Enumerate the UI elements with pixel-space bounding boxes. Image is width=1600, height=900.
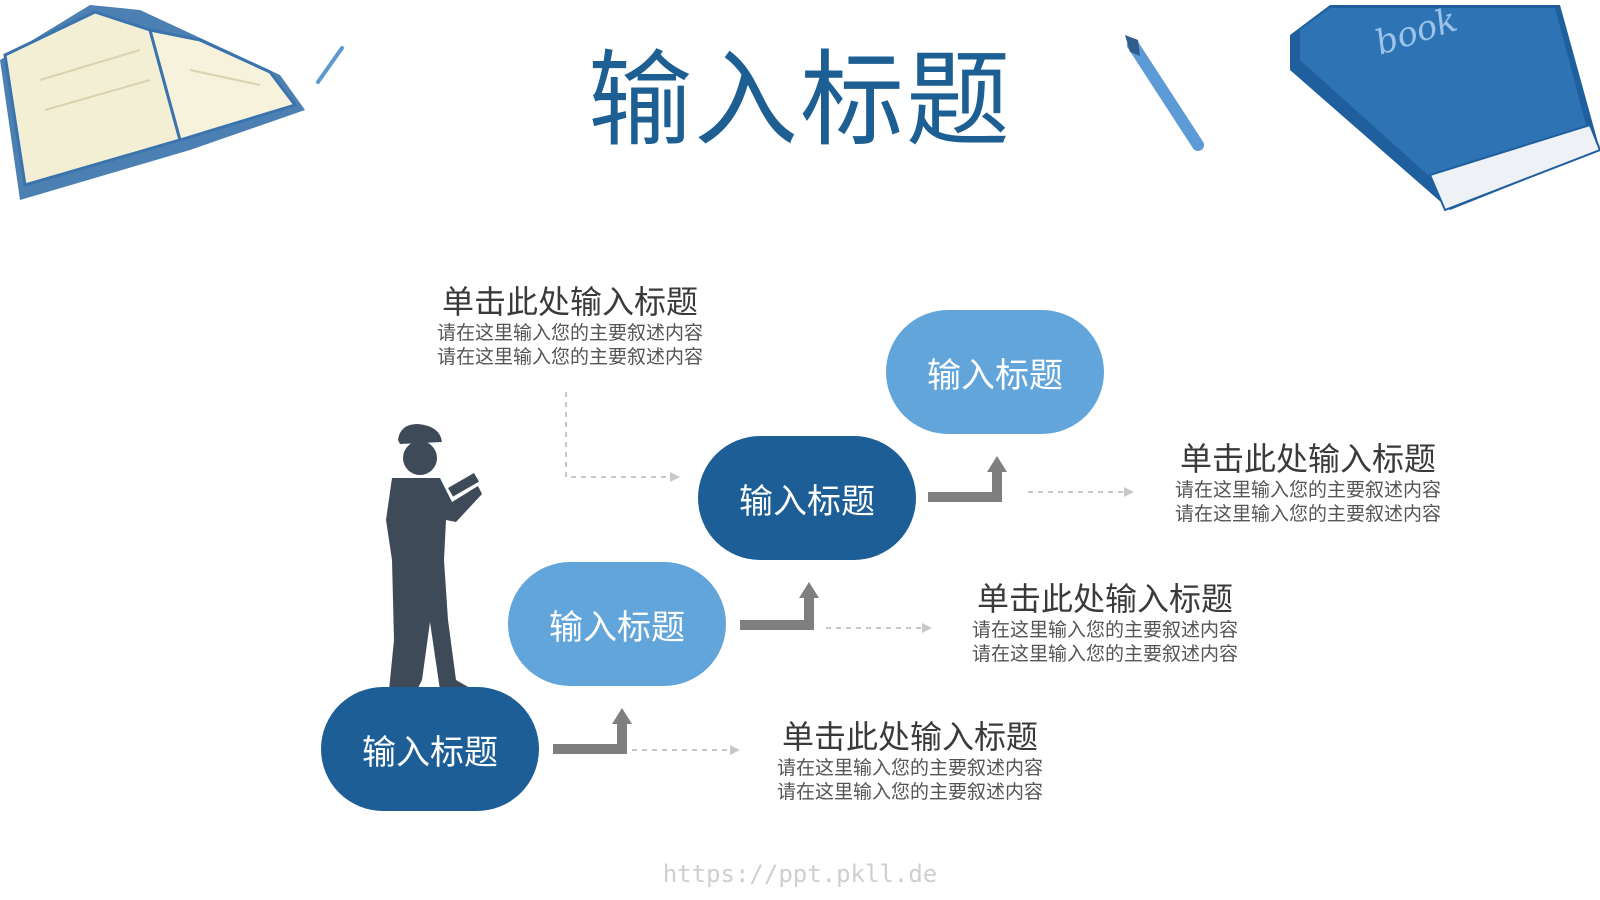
step-up-arrow-3 (928, 456, 1007, 502)
closed-book-illustration: book (1290, 0, 1600, 212)
text-block-title[interactable]: 单击此处输入标题 (781, 718, 1038, 756)
text-block-desc[interactable]: 请在这里输入您的主要叙述内容 (1174, 479, 1441, 501)
step-pill-1[interactable]: 输入标题 (321, 687, 539, 811)
text-block-title[interactable]: 单击此处输入标题 (1179, 440, 1436, 478)
text-block-title[interactable]: 单击此处输入标题 (441, 283, 698, 321)
text-block-1: 单击此处输入标题 请在这里输入您的主要叙述内容 请在这里输入您的主要叙述内容 (420, 283, 720, 369)
text-block-4: 单击此处输入标题 请在这里输入您的主要叙述内容 请在这里输入您的主要叙述内容 (760, 718, 1060, 804)
open-book-illustration (0, 5, 305, 200)
dotted-connectors (565, 392, 1124, 751)
text-block-2: 单击此处输入标题 请在这里输入您的主要叙述内容 请在这里输入您的主要叙述内容 (1158, 440, 1458, 526)
footer-url-watermark: https://ppt.pkll.de (662, 860, 938, 888)
step-pill-3[interactable]: 输入标题 (698, 436, 916, 560)
step-up-arrow-2 (740, 582, 819, 630)
fountain-pen-illustration (1125, 35, 1204, 151)
step-arrows (553, 456, 1007, 754)
step-up-arrow-1 (553, 708, 632, 754)
text-block-desc[interactable]: 请在这里输入您的主要叙述内容 (436, 346, 703, 368)
worker-silhouette-icon (386, 424, 482, 700)
step-pill-4[interactable]: 输入标题 (886, 310, 1104, 434)
text-block-desc[interactable]: 请在这里输入您的主要叙述内容 (776, 781, 1043, 803)
text-block-desc[interactable]: 请在这里输入您的主要叙述内容 (971, 619, 1238, 641)
step-pill-2[interactable]: 输入标题 (508, 562, 726, 686)
text-block-desc[interactable]: 请在这里输入您的主要叙述内容 (971, 643, 1238, 665)
text-block-desc[interactable]: 请在这里输入您的主要叙述内容 (1174, 503, 1441, 525)
text-block-title[interactable]: 单击此处输入标题 (976, 580, 1233, 618)
text-block-desc[interactable]: 请在这里输入您的主要叙述内容 (436, 322, 703, 344)
dotted-arrowheads (670, 472, 1134, 755)
text-block-3: 单击此处输入标题 请在这里输入您的主要叙述内容 请在这里输入您的主要叙述内容 (955, 580, 1255, 666)
slide-title: 输入标题 (587, 39, 1012, 161)
pencil-stroke-small (316, 46, 344, 84)
text-block-desc[interactable]: 请在这里输入您的主要叙述内容 (776, 757, 1043, 779)
